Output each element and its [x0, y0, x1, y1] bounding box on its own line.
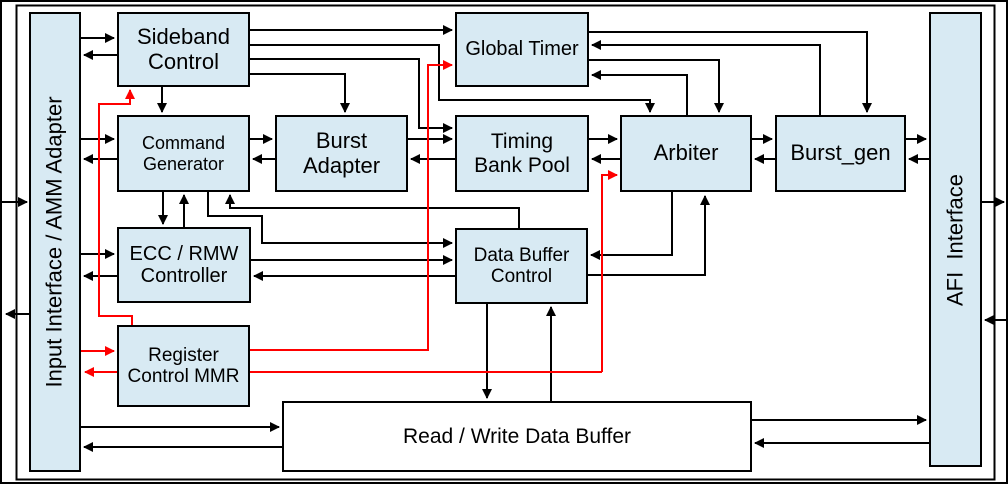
- block-label-command-generator: Command Generator: [141, 133, 226, 174]
- block-register-control-mmr: Register Control MMR: [117, 325, 250, 407]
- block-input-interface: Input Interface / AMM Adapter: [29, 12, 81, 472]
- connector-sideband-to-burst-adapter: [250, 73, 350, 113]
- block-label-global-timer: Global Timer: [465, 38, 579, 61]
- block-label-register-control-mmr: Register Control MMR: [127, 344, 240, 387]
- block-label-ecc-rmw-controller: ECC / RMW Controller: [129, 242, 239, 287]
- block-arbiter: Arbiter: [620, 115, 752, 192]
- connector-arbiter-to-global-timer: [591, 70, 688, 115]
- connector-global-timer-to-burst-gen-top: [589, 31, 872, 113]
- block-label-burst-gen: Burst_gen: [790, 140, 891, 166]
- connector-register-to-global-timer: [250, 60, 453, 351]
- block-burst-gen: Burst_gen: [775, 115, 906, 192]
- block-ecc-rmw-controller: ECC / RMW Controller: [117, 227, 251, 303]
- block-label-data-buffer-control: Data Buffer Control: [473, 244, 570, 287]
- connector-global-timer-to-arbiter-top: [589, 59, 724, 113]
- block-label-sideband-control: Sideband Control: [137, 23, 230, 74]
- connector-sideband-to-arbiter-top: [250, 44, 655, 113]
- block-label-timing-bank-pool: Timing Bank Pool: [474, 129, 570, 177]
- block-label-afi-interface: AFI Interface: [942, 173, 968, 306]
- connector-data-buffer-to-command-gen: [225, 194, 520, 228]
- block-timing-bank-pool: Timing Bank Pool: [455, 115, 589, 192]
- block-data-buffer-control: Data Buffer Control: [455, 228, 588, 304]
- connector-register-to-arbiter: [601, 170, 618, 372]
- block-sideband-control: Sideband Control: [117, 12, 250, 87]
- block-label-read-write-data-buffer: Read / Write Data Buffer: [403, 424, 631, 448]
- block-read-write-data-buffer: Read / Write Data Buffer: [282, 401, 752, 472]
- connector-burst-gen-to-global-timer: [591, 40, 821, 115]
- block-label-arbiter: Arbiter: [653, 140, 719, 166]
- block-label-input-interface: Input Interface / AMM Adapter: [41, 96, 67, 388]
- block-global-timer: Global Timer: [455, 12, 589, 87]
- block-command-generator: Command Generator: [117, 115, 250, 192]
- block-label-burst-adapter: Burst Adapter: [302, 127, 381, 178]
- block-afi-interface: AFI Interface: [929, 12, 982, 467]
- connector-data-buffer-to-arbiter: [588, 195, 710, 276]
- connector-arbiter-to-data-buffer: [590, 192, 673, 260]
- block-burst-adapter: Burst Adapter: [275, 115, 408, 192]
